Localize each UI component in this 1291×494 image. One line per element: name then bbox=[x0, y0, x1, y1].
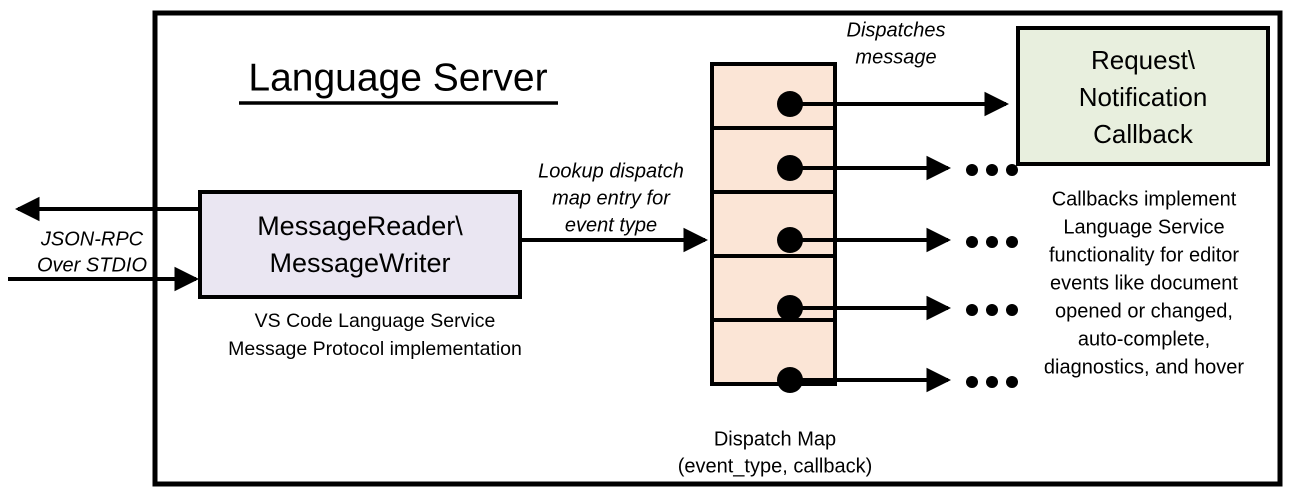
stdio-label-line2: Over STDIO bbox=[37, 254, 147, 276]
callback-note-line3: functionality for editor bbox=[1049, 244, 1239, 266]
dispatch-map-cell-1[interactable] bbox=[710, 62, 837, 130]
ellipsis-row-3 bbox=[966, 236, 1018, 248]
callback-box-line3: Callback bbox=[1093, 119, 1194, 149]
dispatches-message-label-line2: message bbox=[855, 46, 936, 68]
dispatches-message-label-line1: Dispatches bbox=[847, 19, 946, 41]
lookup-dispatch-label-line2: map entry for bbox=[552, 187, 671, 209]
callback-note-line2: Language Service bbox=[1063, 216, 1224, 238]
ellipsis-row-5 bbox=[966, 376, 1018, 388]
ellipsis-row-4 bbox=[966, 304, 1018, 316]
callback-note-line1: Callbacks implement bbox=[1052, 188, 1237, 210]
ellipsis-row-2 bbox=[966, 164, 1018, 176]
dispatch-map-cell-3[interactable] bbox=[710, 190, 837, 258]
lookup-dispatch-label-line1: Lookup dispatch bbox=[538, 160, 684, 182]
stdio-label-line1: JSON-RPC bbox=[40, 228, 144, 250]
message-reader-writer-caption-line2: Message Protocol implementation bbox=[228, 338, 522, 360]
request-notification-callback-box[interactable] bbox=[1016, 26, 1270, 166]
page-title: Language Server bbox=[248, 56, 547, 99]
message-reader-writer-box[interactable] bbox=[198, 190, 522, 299]
dispatch-map-caption-line1: Dispatch Map bbox=[714, 428, 836, 450]
lookup-dispatch-label-line3: event type bbox=[565, 214, 657, 236]
callback-box-line2: Notification bbox=[1079, 82, 1208, 112]
dispatch-map-caption-line2: (event_type, callback) bbox=[678, 455, 873, 477]
dispatch-map-cell-5[interactable] bbox=[710, 318, 837, 386]
callback-note-line5: opened or changed, bbox=[1055, 300, 1233, 322]
callback-note-line7: diagnostics, and hover bbox=[1044, 356, 1244, 378]
callback-box-line1: Request\ bbox=[1091, 45, 1196, 75]
message-reader-writer-caption-line1: VS Code Language Service bbox=[255, 310, 496, 332]
message-reader-writer-line2: MessageWriter bbox=[269, 248, 450, 278]
message-reader-writer-line1: MessageReader\ bbox=[257, 211, 463, 241]
dispatch-map-cell-2[interactable] bbox=[710, 126, 837, 194]
callback-note-line4: events like document bbox=[1050, 272, 1238, 294]
dispatch-map-cell-4[interactable] bbox=[710, 254, 837, 322]
callback-note-line6: auto-complete, bbox=[1078, 328, 1210, 350]
